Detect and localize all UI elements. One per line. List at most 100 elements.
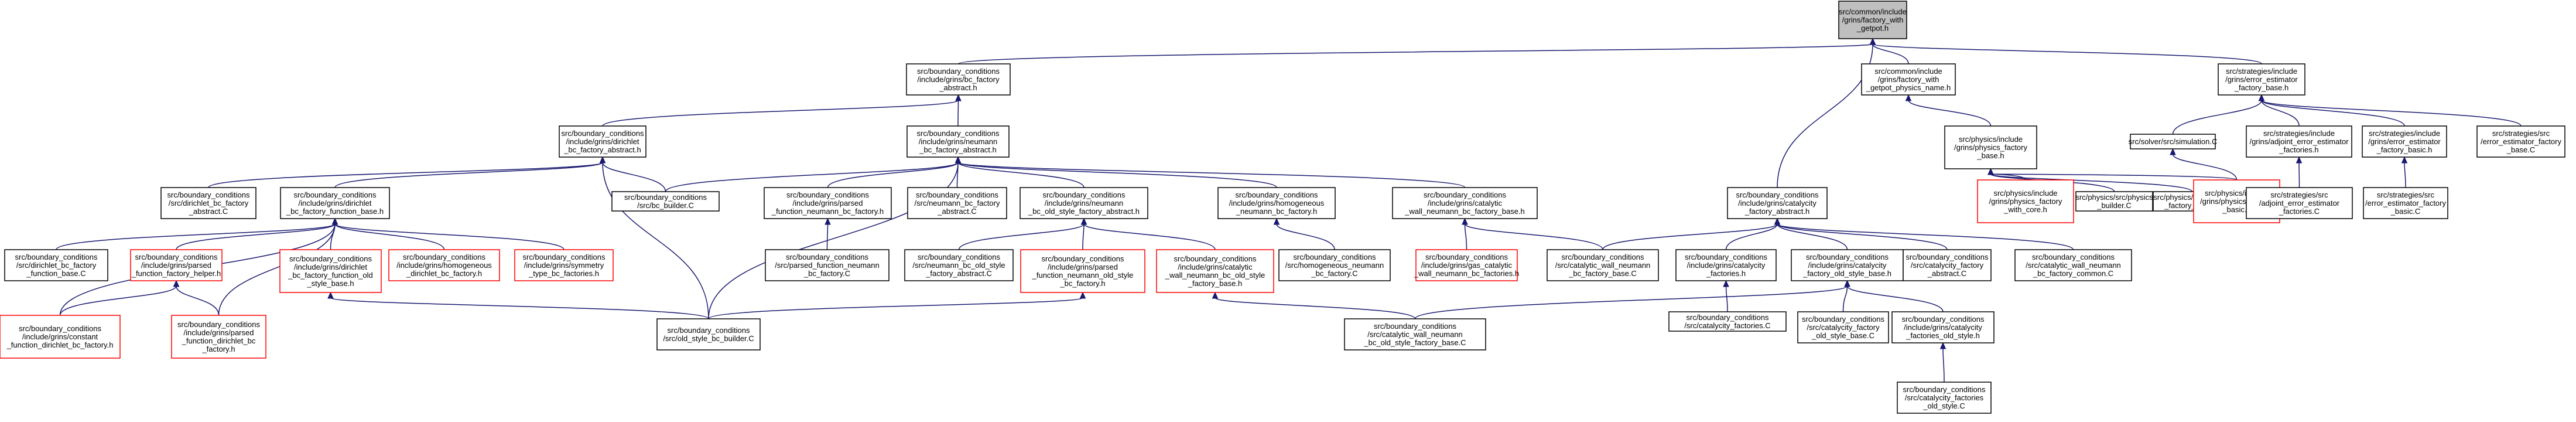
graph-node-n15[interactable]: src/boundary_conditions/src/bc_builder.C — [611, 191, 720, 212]
graph-node-n49[interactable]: src/boundary_conditions/src/catalytic_wa… — [1344, 318, 1486, 350]
node-box[interactable] — [559, 125, 646, 158]
graph-node-n36[interactable]: src/boundary_conditions/src/parsed_funct… — [765, 249, 890, 281]
node-box[interactable] — [1278, 249, 1391, 281]
graph-node-n9[interactable]: src/solver/src/simulation.C — [2129, 134, 2218, 149]
node-box[interactable] — [160, 187, 256, 219]
graph-node-n18[interactable]: src/boundary_conditions/include/grins/ne… — [1020, 187, 1148, 219]
node-box[interactable] — [2246, 125, 2352, 158]
node-label-line: src/boundary_conditions — [918, 253, 1000, 261]
node-box[interactable] — [1156, 249, 1274, 293]
node-box[interactable] — [1861, 63, 1956, 96]
node-box[interactable] — [1344, 318, 1486, 350]
node-box[interactable] — [1797, 311, 1889, 343]
graph-node-n17[interactable]: src/boundary_conditions/src/neumann_bc_f… — [907, 187, 1007, 219]
node-box[interactable] — [514, 249, 614, 281]
graph-node-n48[interactable]: src/boundary_conditions/src/old_style_bc… — [656, 318, 761, 350]
graph-node-n25[interactable]: src/physics/include/grins/physics_factor… — [1977, 179, 2074, 223]
graph-node-n6[interactable]: src/boundary_conditions/include/grins/ne… — [906, 125, 1010, 158]
node-box[interactable] — [765, 249, 890, 281]
graph-node-n37[interactable]: src/boundary_conditions/src/neumann_bc_o… — [904, 249, 1014, 281]
node-box[interactable] — [2218, 63, 2305, 96]
graph-node-n14[interactable]: src/boundary_conditions/include/grins/di… — [280, 187, 390, 219]
graph-node-n10[interactable]: src/strategies/include/grins/adjoint_err… — [2246, 125, 2352, 158]
graph-node-n50[interactable]: src/boundary_conditions/src/catalycity_f… — [1897, 382, 1992, 414]
node-box[interactable] — [1675, 249, 1777, 281]
node-box[interactable] — [2362, 125, 2447, 158]
node-box[interactable] — [764, 187, 892, 219]
graph-node-n5[interactable]: src/boundary_conditions/include/grins/di… — [559, 125, 646, 158]
node-box[interactable] — [1020, 187, 1148, 219]
graph-node-n43[interactable]: src/boundary_conditions/src/catalycity_f… — [1668, 311, 1787, 332]
graph-node-n7[interactable]: src/boundary_conditions/include/grins/ca… — [1727, 187, 1828, 219]
node-box[interactable] — [4, 249, 108, 281]
node-box[interactable] — [907, 187, 1007, 219]
node-box[interactable] — [280, 187, 390, 219]
node-box[interactable] — [906, 63, 1011, 96]
graph-node-n39[interactable]: src/boundary_conditions/include/grins/ca… — [1156, 249, 1274, 293]
graph-node-n31[interactable]: src/boundary_conditions/src/dirichlet_bc… — [4, 249, 108, 281]
node-box[interactable] — [611, 191, 720, 212]
graph-node-n40[interactable]: src/boundary_conditions/src/homogeneous_… — [1278, 249, 1391, 281]
node-box[interactable] — [130, 249, 223, 281]
graph-node-n1[interactable]: src/common/include/grins/factory_with_ge… — [1838, 1, 1907, 39]
node-box[interactable] — [1891, 311, 1995, 343]
graph-node-n20[interactable]: src/boundary_conditions/include/grins/ca… — [1392, 187, 1538, 219]
graph-node-n32[interactable]: src/boundary_conditions/include/grins/pa… — [130, 249, 223, 281]
node-box[interactable] — [2014, 249, 2132, 281]
graph-node-n16[interactable]: src/boundary_conditions/include/grins/pa… — [764, 187, 892, 219]
node-box[interactable] — [2246, 187, 2353, 219]
node-box[interactable] — [1020, 249, 1145, 293]
graph-node-n34[interactable]: src/boundary_conditions/include/grins/ho… — [388, 249, 500, 281]
graph-node-n41[interactable]: src/boundary_conditions/include/grins/ga… — [1414, 249, 1519, 281]
dependency-edge — [1846, 285, 1944, 312]
dependency-edge — [330, 297, 709, 319]
graph-node-n13[interactable]: src/boundary_conditions/src/dirichlet_bc… — [160, 187, 256, 219]
graph-node-n29[interactable]: src/strategies/src/adjoint_error_estimat… — [2246, 187, 2353, 219]
node-box[interactable] — [1838, 1, 1907, 39]
graph-node-n11[interactable]: src/strategies/include/grins/error_estim… — [2362, 125, 2447, 158]
node-box[interactable] — [904, 249, 1014, 281]
node-box[interactable] — [1944, 125, 2037, 169]
node-box[interactable] — [388, 249, 500, 281]
graph-node-n24[interactable]: src/boundary_conditions/src/catalytic_wa… — [2014, 249, 2132, 281]
node-box[interactable] — [171, 315, 266, 359]
graph-node-n38[interactable]: src/boundary_conditions/include/grins/pa… — [1020, 249, 1145, 293]
graph-node-n45[interactable]: src/boundary_conditions/include/grins/ca… — [1891, 311, 1995, 343]
node-box[interactable] — [279, 249, 382, 293]
graph-node-n2[interactable]: src/boundary_conditions/include/grins/bc… — [906, 63, 1011, 96]
node-label-line: _factory_abstract.C — [925, 269, 992, 278]
node-box[interactable] — [1668, 311, 1787, 332]
node-box[interactable] — [1392, 187, 1538, 219]
node-box[interactable] — [0, 315, 121, 359]
node-box[interactable] — [1727, 187, 1828, 219]
graph-node-n35[interactable]: src/boundary_conditions/include/grins/sy… — [514, 249, 614, 281]
graph-node-n22[interactable]: src/boundary_conditions/include/grins/ca… — [1791, 249, 1904, 281]
node-box[interactable] — [656, 318, 761, 350]
node-box[interactable] — [1897, 382, 1992, 414]
node-box[interactable] — [1977, 179, 2074, 223]
graph-node-n44[interactable]: src/boundary_conditions/src/catalycity_f… — [1797, 311, 1889, 343]
node-box[interactable] — [2130, 134, 2216, 149]
graph-node-n21[interactable]: src/boundary_conditions/include/grins/ca… — [1675, 249, 1777, 281]
graph-node-n42[interactable]: src/boundary_conditions/src/catalytic_wa… — [1547, 249, 1659, 281]
node-label-line: /src/dirichlet_bc_factory — [16, 261, 97, 270]
graph-node-n3[interactable]: src/common/include/grins/factory_with_ge… — [1861, 63, 1956, 96]
graph-node-n4[interactable]: src/strategies/include/grins/error_estim… — [2218, 63, 2305, 96]
node-box[interactable] — [2363, 187, 2448, 219]
node-box[interactable] — [1903, 249, 1992, 281]
graph-node-n30[interactable]: src/strategies/src/error_estimator_facto… — [2363, 187, 2448, 219]
graph-node-n8[interactable]: src/physics/include/grins/physics_factor… — [1944, 125, 2037, 169]
graph-node-n19[interactable]: src/boundary_conditions/include/grins/ho… — [1217, 187, 1336, 219]
node-box[interactable] — [2075, 191, 2153, 212]
graph-node-n26[interactable]: src/physics/src/physics_builder.C — [2075, 191, 2153, 212]
graph-node-n46[interactable]: src/boundary_conditions/include/grins/co… — [0, 315, 121, 359]
node-box[interactable] — [906, 125, 1010, 158]
node-box[interactable] — [1547, 249, 1659, 281]
graph-node-n12[interactable]: src/strategies/src/error_estimator_facto… — [2476, 125, 2565, 158]
node-box[interactable] — [1415, 249, 1518, 281]
graph-node-n33[interactable]: src/boundary_conditions/include/grins/di… — [279, 249, 382, 293]
graph-node-n47[interactable]: src/boundary_conditions/include/grins/pa… — [171, 315, 266, 359]
node-box[interactable] — [1217, 187, 1336, 219]
graph-node-n23[interactable]: src/boundary_conditions/src/catalycity_f… — [1903, 249, 1992, 281]
node-box[interactable] — [2476, 125, 2565, 158]
